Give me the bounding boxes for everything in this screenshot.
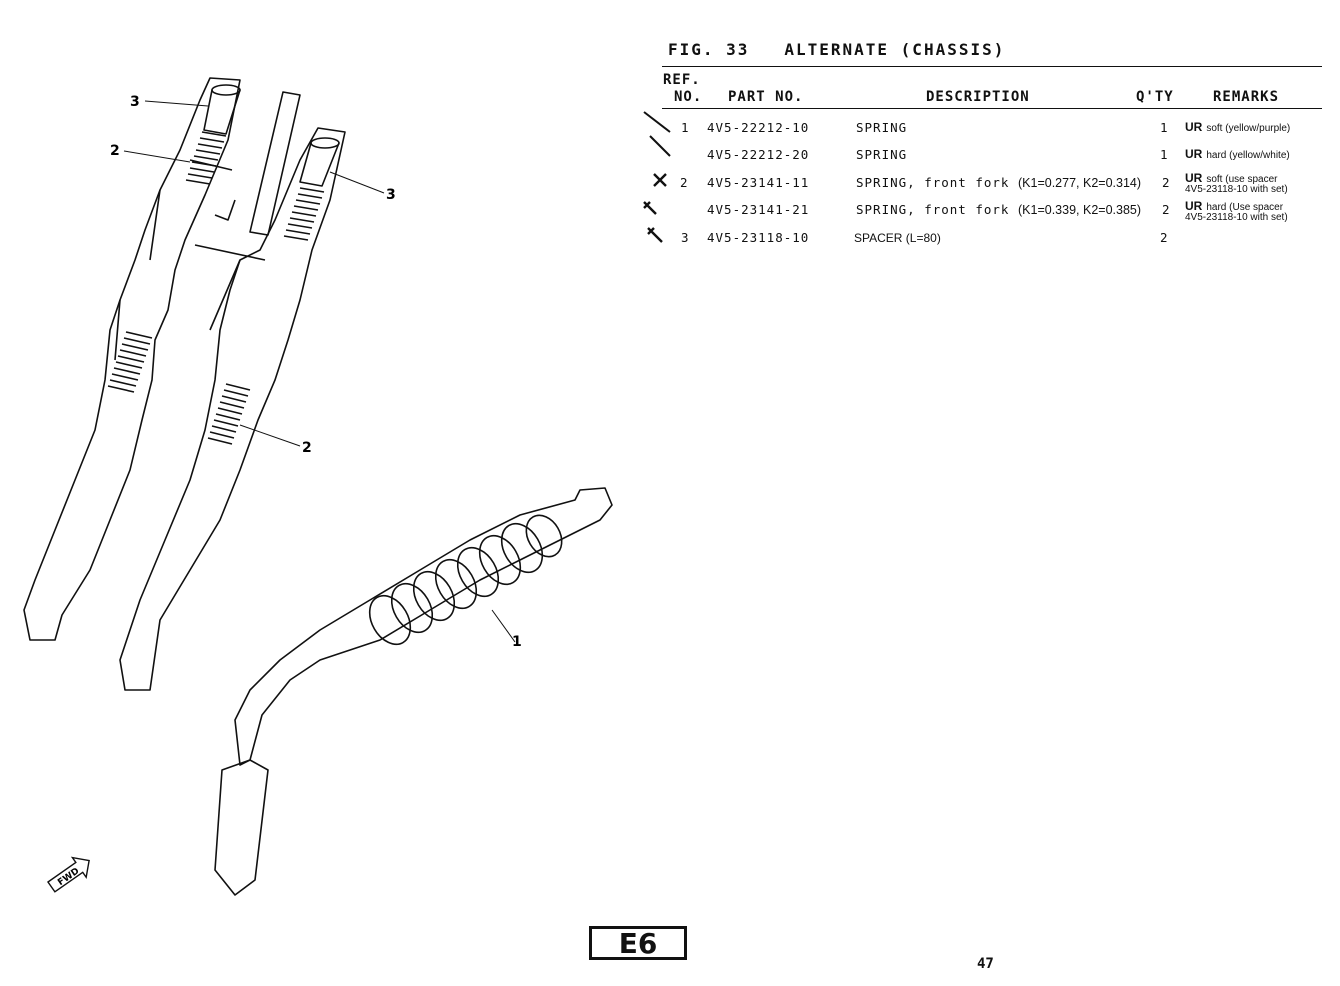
row4-qty: 2 [1162, 202, 1171, 217]
right-fork-spring-lower [207, 383, 251, 445]
callout-1: 1 [512, 634, 522, 650]
slash-mark-row2 [649, 135, 671, 157]
table-top-rule [662, 66, 1322, 67]
figure-name: ALTERNATE (CHASSIS) [784, 40, 1006, 59]
section-code-box: E6 [589, 926, 687, 960]
row3-part-no: 4V5-23141-11 [707, 175, 810, 190]
row2-description: SPRING [856, 147, 908, 162]
col-header-qty: Q'TY [1136, 89, 1174, 105]
row5-ref: 3 [681, 230, 690, 245]
callout-leaders [123, 100, 516, 643]
col-header-part-no: PART NO. [728, 89, 804, 105]
row5-qty: 2 [1160, 230, 1169, 245]
right-spacer [299, 137, 340, 187]
col-header-remarks: REMARKS [1213, 89, 1280, 105]
row1-description: SPRING [856, 120, 908, 135]
table-header-rule [662, 108, 1322, 109]
pin-mark-row4 [643, 201, 657, 215]
cross-mark-row3 [653, 173, 667, 187]
row5-description: SPACER (L=80) [854, 231, 941, 245]
page-number: 47 [977, 956, 994, 972]
callout-2-left: 2 [110, 143, 120, 159]
right-fork-spring-upper [283, 187, 325, 241]
left-fork-tube [23, 77, 241, 641]
svg-text:FWD: FWD [56, 866, 81, 888]
row1-ref: 1 [681, 120, 690, 135]
row1-part-no: 4V5-22212-10 [707, 120, 810, 135]
row4-description: SPRING, front fork (K1=0.339, K2=0.385) [856, 202, 1142, 217]
figure-number: FIG. 33 [668, 40, 750, 59]
callout-3-left: 3 [130, 94, 140, 110]
right-fork-tube [119, 127, 346, 691]
col-header-ref-line1: REF. [663, 72, 701, 88]
figure-title: FIG. 33 ALTERNATE (CHASSIS) [668, 40, 1005, 59]
left-spacer [203, 84, 241, 135]
row2-part-no: 4V5-22212-20 [707, 147, 810, 162]
row3-description: SPRING, front fork (K1=0.277, K2=0.314) [856, 175, 1142, 190]
row5-part-no: 4V5-23118-10 [707, 230, 810, 245]
slash-mark-row1 [643, 111, 671, 133]
col-header-ref-line2: NO. [674, 89, 703, 105]
col-header-description: DESCRIPTION [926, 89, 1030, 105]
row-marks [643, 111, 671, 243]
row3-qty: 2 [1162, 175, 1171, 190]
row3-ref: 2 [680, 175, 689, 190]
row1-qty: 1 [1160, 120, 1169, 135]
row2-qty: 1 [1160, 147, 1169, 162]
left-fork-spring-upper [185, 131, 227, 185]
fwd-arrow-icon: FWD [47, 856, 90, 893]
rear-shock-absorber [214, 487, 613, 896]
row4-part-no: 4V5-23141-21 [707, 202, 810, 217]
callout-3-right: 3 [386, 187, 396, 203]
pin-mark-row5 [647, 227, 663, 243]
left-fork-spring-lower [107, 331, 153, 393]
parts-illustration: 3 2 3 2 1 FWD [23, 77, 613, 896]
callout-2-right: 2 [302, 440, 312, 456]
middle-tube [214, 91, 301, 236]
